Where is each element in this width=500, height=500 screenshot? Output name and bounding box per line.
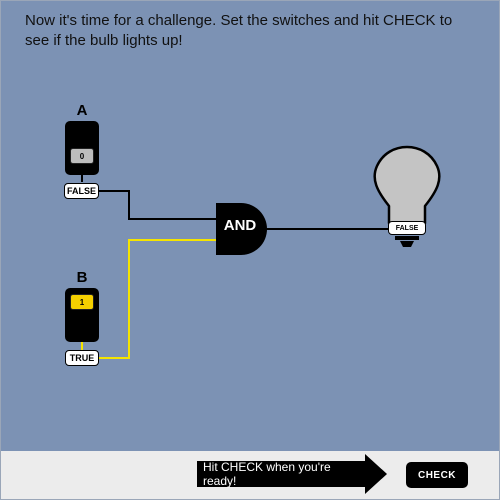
and-gate-icon — [216, 203, 267, 255]
bulb-state-badge: FALSE — [388, 221, 426, 235]
wire-b-to-gate — [99, 239, 216, 359]
hint-arrow-icon — [365, 454, 387, 494]
switch-a-value: 0 — [70, 148, 94, 164]
check-button[interactable]: CHECK — [406, 462, 468, 488]
switch-a-toggle[interactable]: 0 — [65, 121, 99, 175]
check-hint-text: Hit CHECK when you're ready! — [197, 460, 367, 488]
wire-a-to-gate — [98, 190, 216, 220]
switch-b-toggle[interactable]: 1 — [65, 288, 99, 342]
instructions-text: Now it's time for a challenge. Set the s… — [25, 12, 453, 49]
switch-b-state-badge: TRUE — [65, 350, 99, 366]
switch-b-label: B — [76, 269, 88, 286]
switch-b-value: 1 — [70, 294, 94, 310]
switch-a-label: A — [76, 102, 88, 119]
switch-a-state-badge: FALSE — [64, 183, 99, 199]
and-gate-label: AND — [223, 217, 257, 234]
